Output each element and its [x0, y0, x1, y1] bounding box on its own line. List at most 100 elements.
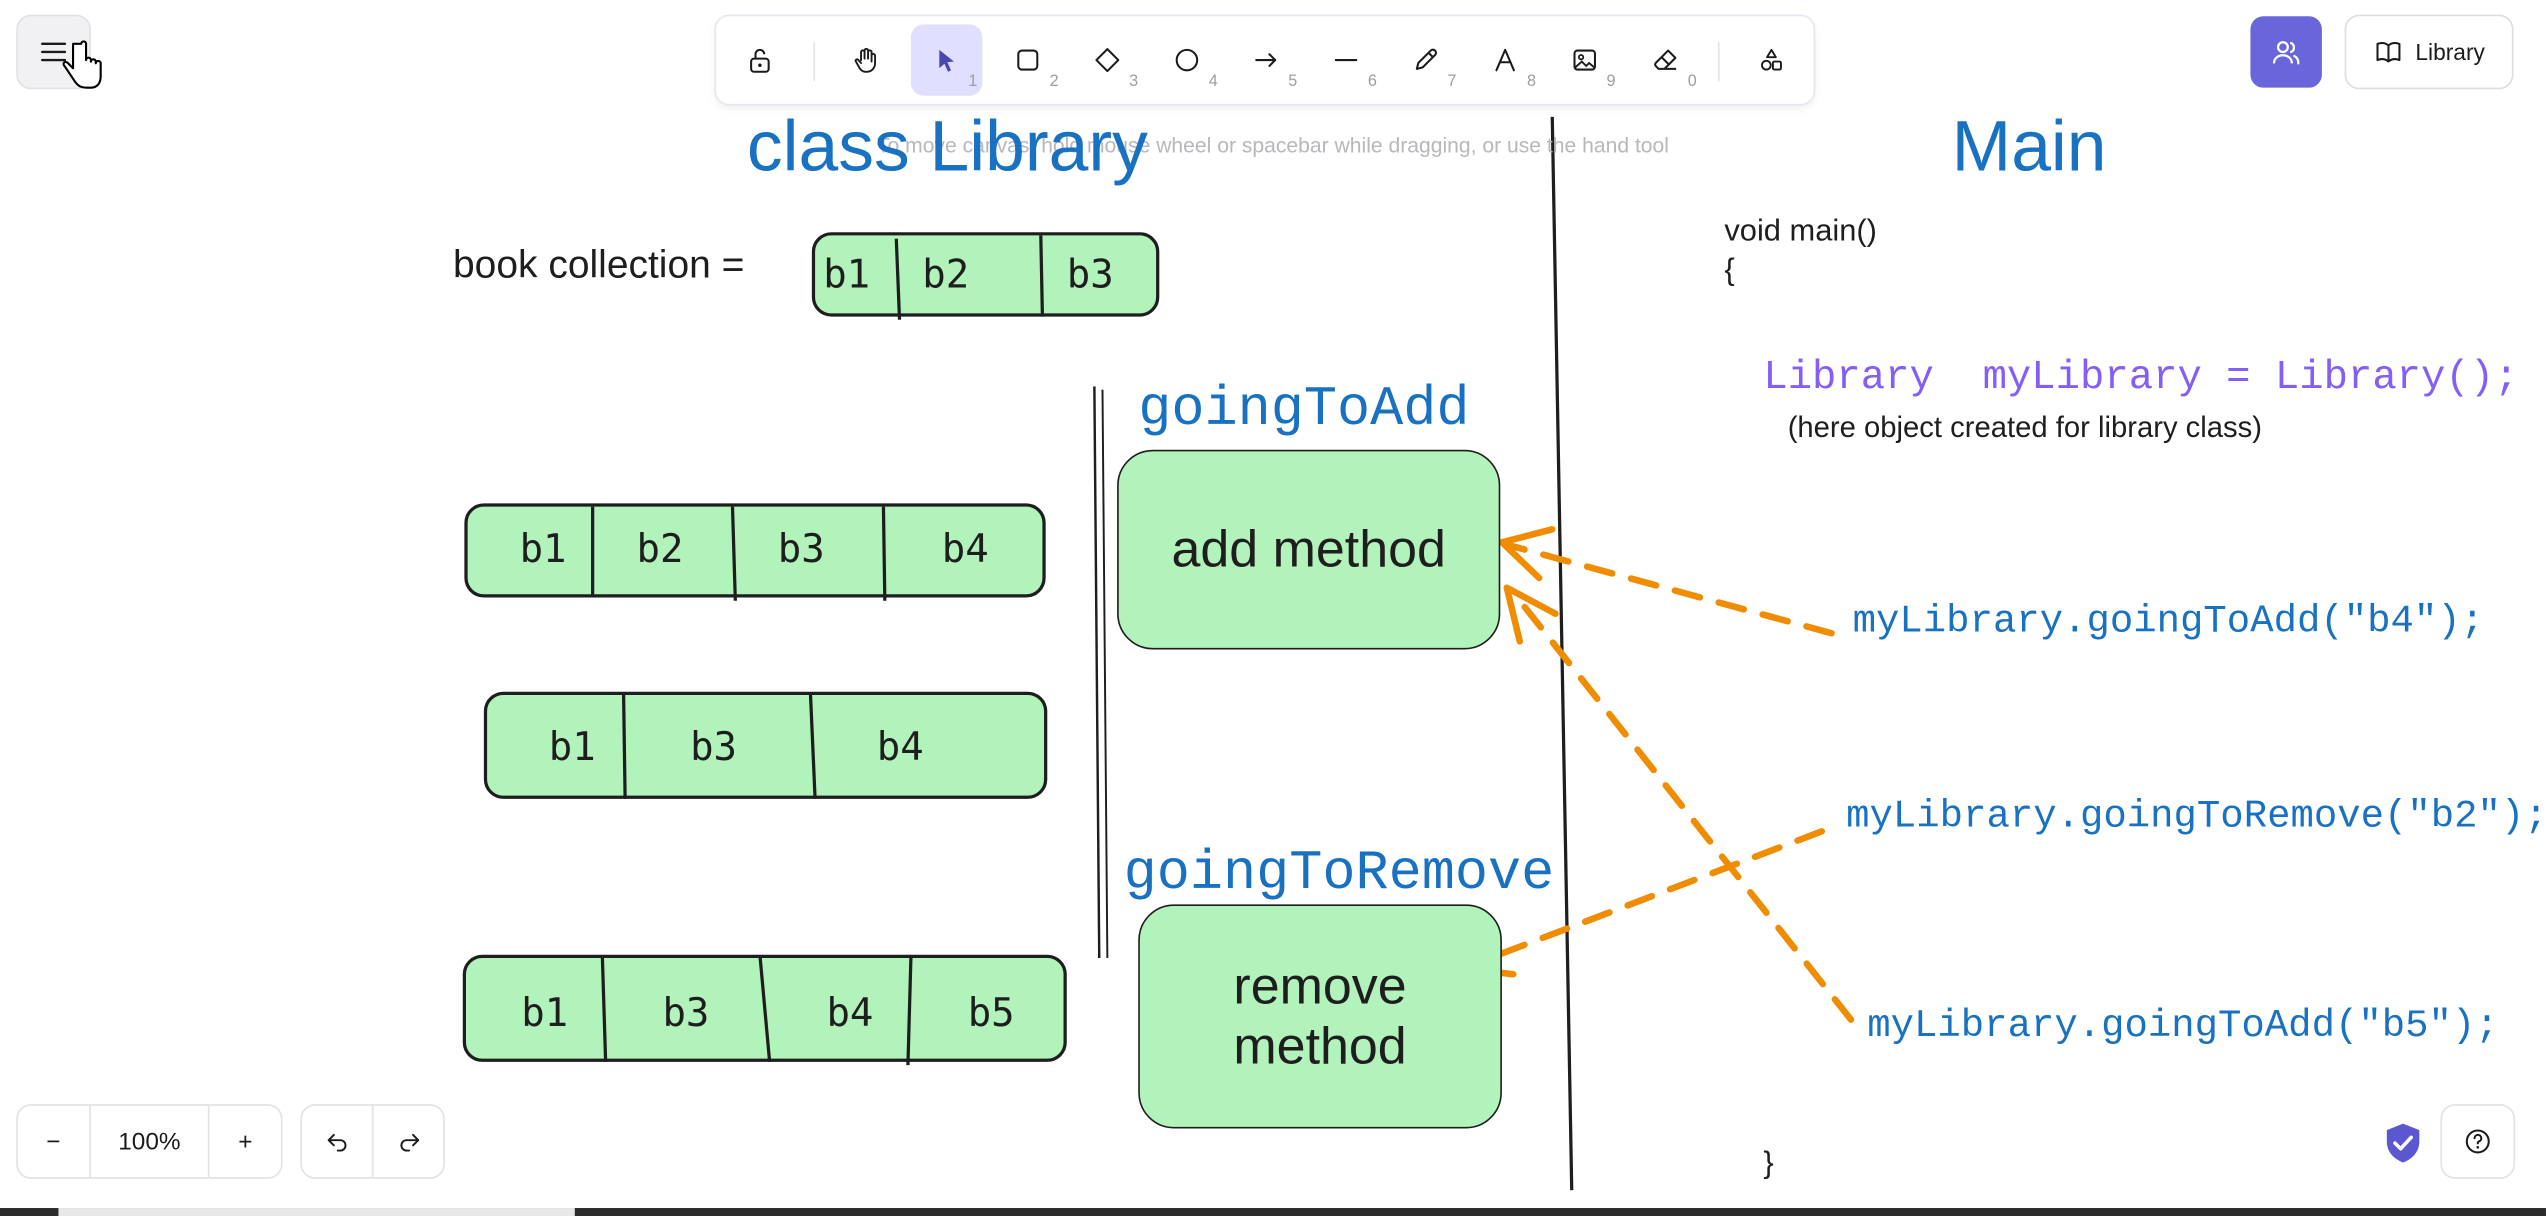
close-brace: }: [1763, 1146, 1774, 1181]
rectangle-tool[interactable]: 2: [992, 24, 1063, 95]
array-cell: b4: [876, 724, 924, 770]
ellipse-tool[interactable]: 4: [1151, 24, 1222, 95]
tool-shortcut: 2: [1049, 73, 1059, 91]
going-to-add-label: goingToAdd: [1138, 379, 1470, 442]
book-icon: [2375, 41, 2400, 63]
array-cell: b3: [777, 526, 825, 572]
array-cell: b4: [826, 990, 874, 1036]
main-title: Main: [1951, 107, 2107, 187]
array-cell: b1: [519, 526, 567, 572]
diamond-tool[interactable]: 3: [1072, 24, 1143, 95]
cell-dividers: [591, 506, 887, 601]
tool-shortcut: 8: [1526, 73, 1537, 91]
history-controls: [302, 1105, 444, 1178]
array-cell: b1: [548, 724, 596, 770]
array-cell: b2: [636, 526, 684, 572]
taskbar-segment: [58, 1208, 575, 1216]
help-icon: [2465, 1129, 2490, 1154]
array-cell: b3: [662, 990, 710, 1036]
line-tool[interactable]: 6: [1310, 24, 1381, 95]
toolbar-divider: [1717, 42, 1720, 82]
add-method-box: add method: [1117, 449, 1501, 650]
cell-dividers: [621, 694, 817, 799]
tool-shortcut: 9: [1606, 73, 1616, 91]
shape-toolbar: 1 2 3 4 5 6 7 8: [716, 16, 1814, 104]
array-row-3: b1 b3 b4 b5: [462, 954, 1067, 1066]
pencil-icon: [1415, 48, 1438, 70]
pencil-tool[interactable]: 7: [1390, 24, 1461, 95]
eraser-tool[interactable]: 0: [1630, 24, 1701, 95]
selection-tool[interactable]: 1: [910, 24, 983, 96]
arrow-icon: [1255, 53, 1277, 67]
image-icon: [1573, 49, 1596, 71]
collection-cell: b2: [922, 251, 970, 298]
taskbar-strip: [0, 1208, 2546, 1216]
remove-method-text-line2: method: [1233, 1016, 1407, 1075]
canvas-hint: To move canvas, hold mouse wheel or spac…: [876, 133, 1669, 158]
arrow-tool[interactable]: 5: [1231, 24, 1302, 95]
zoom-out-button[interactable]: −: [46, 1127, 61, 1156]
collection-cell: b3: [1066, 251, 1114, 298]
collaborate-button[interactable]: [2250, 16, 2322, 88]
zoom-level[interactable]: 100%: [88, 1105, 208, 1178]
tool-shortcut: 5: [1288, 73, 1298, 91]
array-cell: b4: [941, 526, 989, 572]
call-remove-b2: myLibrary.goingToRemove("b2");: [1846, 795, 2546, 840]
class-library-title: class Library: [746, 107, 1148, 187]
zoom-controls: − 100% +: [17, 1105, 281, 1178]
text-icon: [1495, 48, 1515, 72]
arrow-add-b4: [1506, 542, 1835, 637]
collection-cell: b1: [823, 251, 871, 298]
redo-button[interactable]: [371, 1105, 443, 1178]
undo-icon: [326, 1133, 346, 1152]
array-row-2: b1 b3 b4: [483, 691, 1048, 799]
tool-shortcut: 1: [968, 73, 978, 91]
arrow-remove-b2: [1461, 828, 1826, 971]
help-button[interactable]: [2442, 1105, 2514, 1178]
line-icon: [1334, 59, 1358, 62]
hand-icon: [854, 47, 877, 73]
tool-shortcut: 0: [1687, 73, 1697, 91]
users-icon: [2272, 41, 2300, 65]
array-row-1: b1 b2 b3 b4: [464, 503, 1046, 601]
cell-dividers: [600, 957, 913, 1066]
hand-tool[interactable]: [830, 24, 901, 95]
remove-method-box: remove method: [1138, 904, 1502, 1129]
lock-icon: [750, 48, 770, 73]
library-object-line: Library myLibrary = Library();: [1763, 353, 2519, 402]
library-label: Library: [2415, 38, 2485, 65]
zoom-in-button[interactable]: +: [208, 1105, 281, 1178]
diamond-icon: [1095, 48, 1120, 73]
image-tool[interactable]: 9: [1549, 24, 1620, 95]
arrow-add-b4-head: [1495, 526, 1556, 582]
book-collection-label: book collection =: [453, 243, 745, 288]
tool-shortcut: 6: [1367, 73, 1377, 91]
open-brace: {: [1724, 253, 1735, 288]
extra-tools-button[interactable]: [1736, 24, 1807, 95]
pointer-cursor-icon: [62, 40, 102, 89]
shield-check-icon[interactable]: [2384, 1122, 2423, 1164]
hamburger-icon: [40, 42, 67, 62]
text-tool[interactable]: 8: [1469, 24, 1540, 95]
toolbar-divider: [813, 42, 816, 82]
rectangle-icon: [1017, 49, 1039, 71]
remove-method-text-line1: remove: [1233, 956, 1407, 1016]
divider-line-methods-2: [1101, 389, 1109, 958]
lock-tool[interactable]: [724, 24, 795, 95]
call-add-b4: myLibrary.goingToAdd("b4");: [1852, 600, 2485, 645]
add-method-text: add method: [1171, 519, 1446, 579]
cell-dividers: [894, 235, 1045, 320]
extra-tools-icon: [1761, 48, 1782, 71]
tool-shortcut: 4: [1208, 73, 1218, 91]
collection-array: b1 b2 b3: [811, 232, 1160, 320]
array-cell: b1: [521, 990, 569, 1036]
tool-shortcut: 3: [1129, 73, 1139, 91]
undo-button[interactable]: [302, 1106, 372, 1177]
tool-shortcut: 7: [1447, 73, 1457, 91]
object-note: (here object created for library class): [1787, 410, 2263, 444]
array-cell: b5: [967, 990, 1015, 1036]
divider-line-methods: [1093, 386, 1101, 958]
library-button[interactable]: Library: [2346, 16, 2512, 88]
going-to-remove-label: goingToRemove: [1123, 844, 1555, 907]
